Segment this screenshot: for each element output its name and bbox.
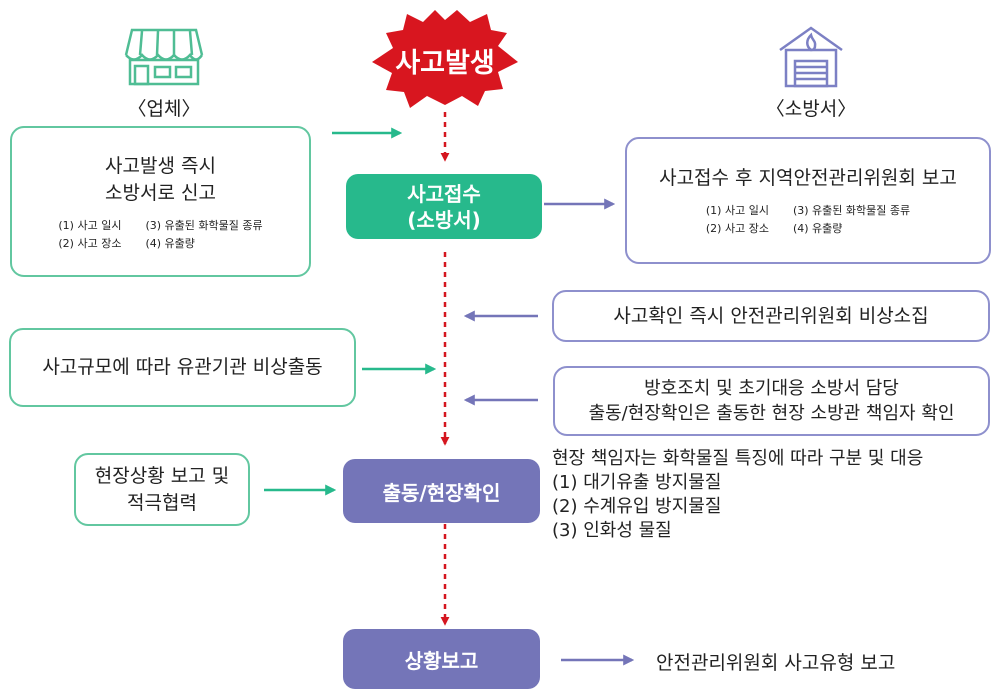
- situation-node: 상황보고: [343, 629, 540, 689]
- green-arrows: [264, 127, 437, 496]
- classification-heading: 현장 책임자는 화학물질 특징에 따라 구분 및 대응: [552, 448, 924, 469]
- list-item: (3) 유출된 화학물질 종류: [145, 218, 263, 232]
- company-header: 〈업체〉: [127, 98, 201, 120]
- list-item: (1) 대기유출 방지물질: [552, 472, 722, 493]
- store-icon: [124, 28, 204, 86]
- protection-line2: 출동/현장확인은 출동한 현장 소방관 책임자 확인: [588, 403, 955, 424]
- fire-station-icon: [779, 26, 843, 88]
- agency-dispatch-text: 사고규모에 따라 유관기관 비상출동: [42, 356, 323, 378]
- list-item: (4) 유출량: [145, 236, 195, 250]
- fire-station-header: 〈소방서〉: [765, 98, 857, 120]
- list-item: (1) 사고 일시: [58, 218, 122, 232]
- list-item: (4) 유출량: [792, 222, 843, 235]
- cooperation-box: 현장상황 보고 및 적극협력: [74, 453, 250, 526]
- cooperation-line1: 현장상황 보고 및: [94, 464, 230, 487]
- list-item: (3) 유출된 화학물질 종류: [792, 204, 911, 217]
- classification-note: 현장 책임자는 화학물질 특징에 따라 구분 및 대응 (1) 대기유출 방지물…: [552, 447, 990, 543]
- company-report-box: 사고발생 즉시 소방서로 신고 (1) 사고 일시 (3) 유출된 화학물질 종…: [10, 126, 311, 277]
- situation-text: 상황보고: [404, 648, 479, 673]
- purple-arrows: [463, 198, 635, 666]
- list-item: (3) 인화성 물질: [552, 520, 672, 541]
- final-report-text: 안전관리위원회 사고유형 보고: [656, 652, 896, 674]
- company-report-line2: 소방서로 신고: [105, 181, 216, 204]
- list-item: (2) 사고 장소: [705, 222, 769, 235]
- list-item: (2) 수계유입 방지물질: [552, 496, 722, 517]
- reception-line1: 사고접수: [407, 181, 481, 206]
- protection-box: 방호조치 및 초기대응 소방서 담당 출동/현장확인은 출동한 현장 소방관 책…: [553, 366, 990, 436]
- dispatch-node: 출동/현장확인: [343, 459, 540, 523]
- cooperation-line2: 적극협력: [127, 491, 197, 514]
- emergency-call-box: 사고확인 즉시 안전관리위원회 비상소집: [552, 290, 990, 342]
- accident-burst-shape: [372, 10, 518, 108]
- emergency-call-text: 사고확인 즉시 안전관리위원회 비상소집: [613, 304, 929, 327]
- dispatch-text: 출동/현장확인: [382, 480, 501, 505]
- list-item: (2) 사고 장소: [58, 236, 122, 250]
- company-report-items: (1) 사고 일시 (3) 유출된 화학물질 종류 (2) 사고 장소 (4) …: [58, 217, 262, 251]
- station-report-line1: 사고접수 후 지역안전관리위원회 보고: [659, 167, 957, 189]
- station-report-items: (1) 사고 일시 (3) 유출된 화학물질 종류 (2) 사고 장소 (4) …: [706, 202, 910, 236]
- agency-dispatch-box: 사고규모에 따라 유관기관 비상출동: [9, 328, 356, 407]
- list-item: (1) 사고 일시: [705, 204, 769, 217]
- company-report-line1: 사고발생 즉시: [105, 154, 216, 177]
- reception-line2: (소방서): [407, 207, 481, 232]
- station-report-box: 사고접수 후 지역안전관리위원회 보고 (1) 사고 일시 (3) 유출된 화학…: [625, 137, 991, 264]
- reception-node: 사고접수 (소방서): [346, 174, 542, 239]
- accident-title: 사고발생: [395, 48, 495, 79]
- protection-line1: 방호조치 및 초기대응 소방서 담당: [644, 378, 899, 399]
